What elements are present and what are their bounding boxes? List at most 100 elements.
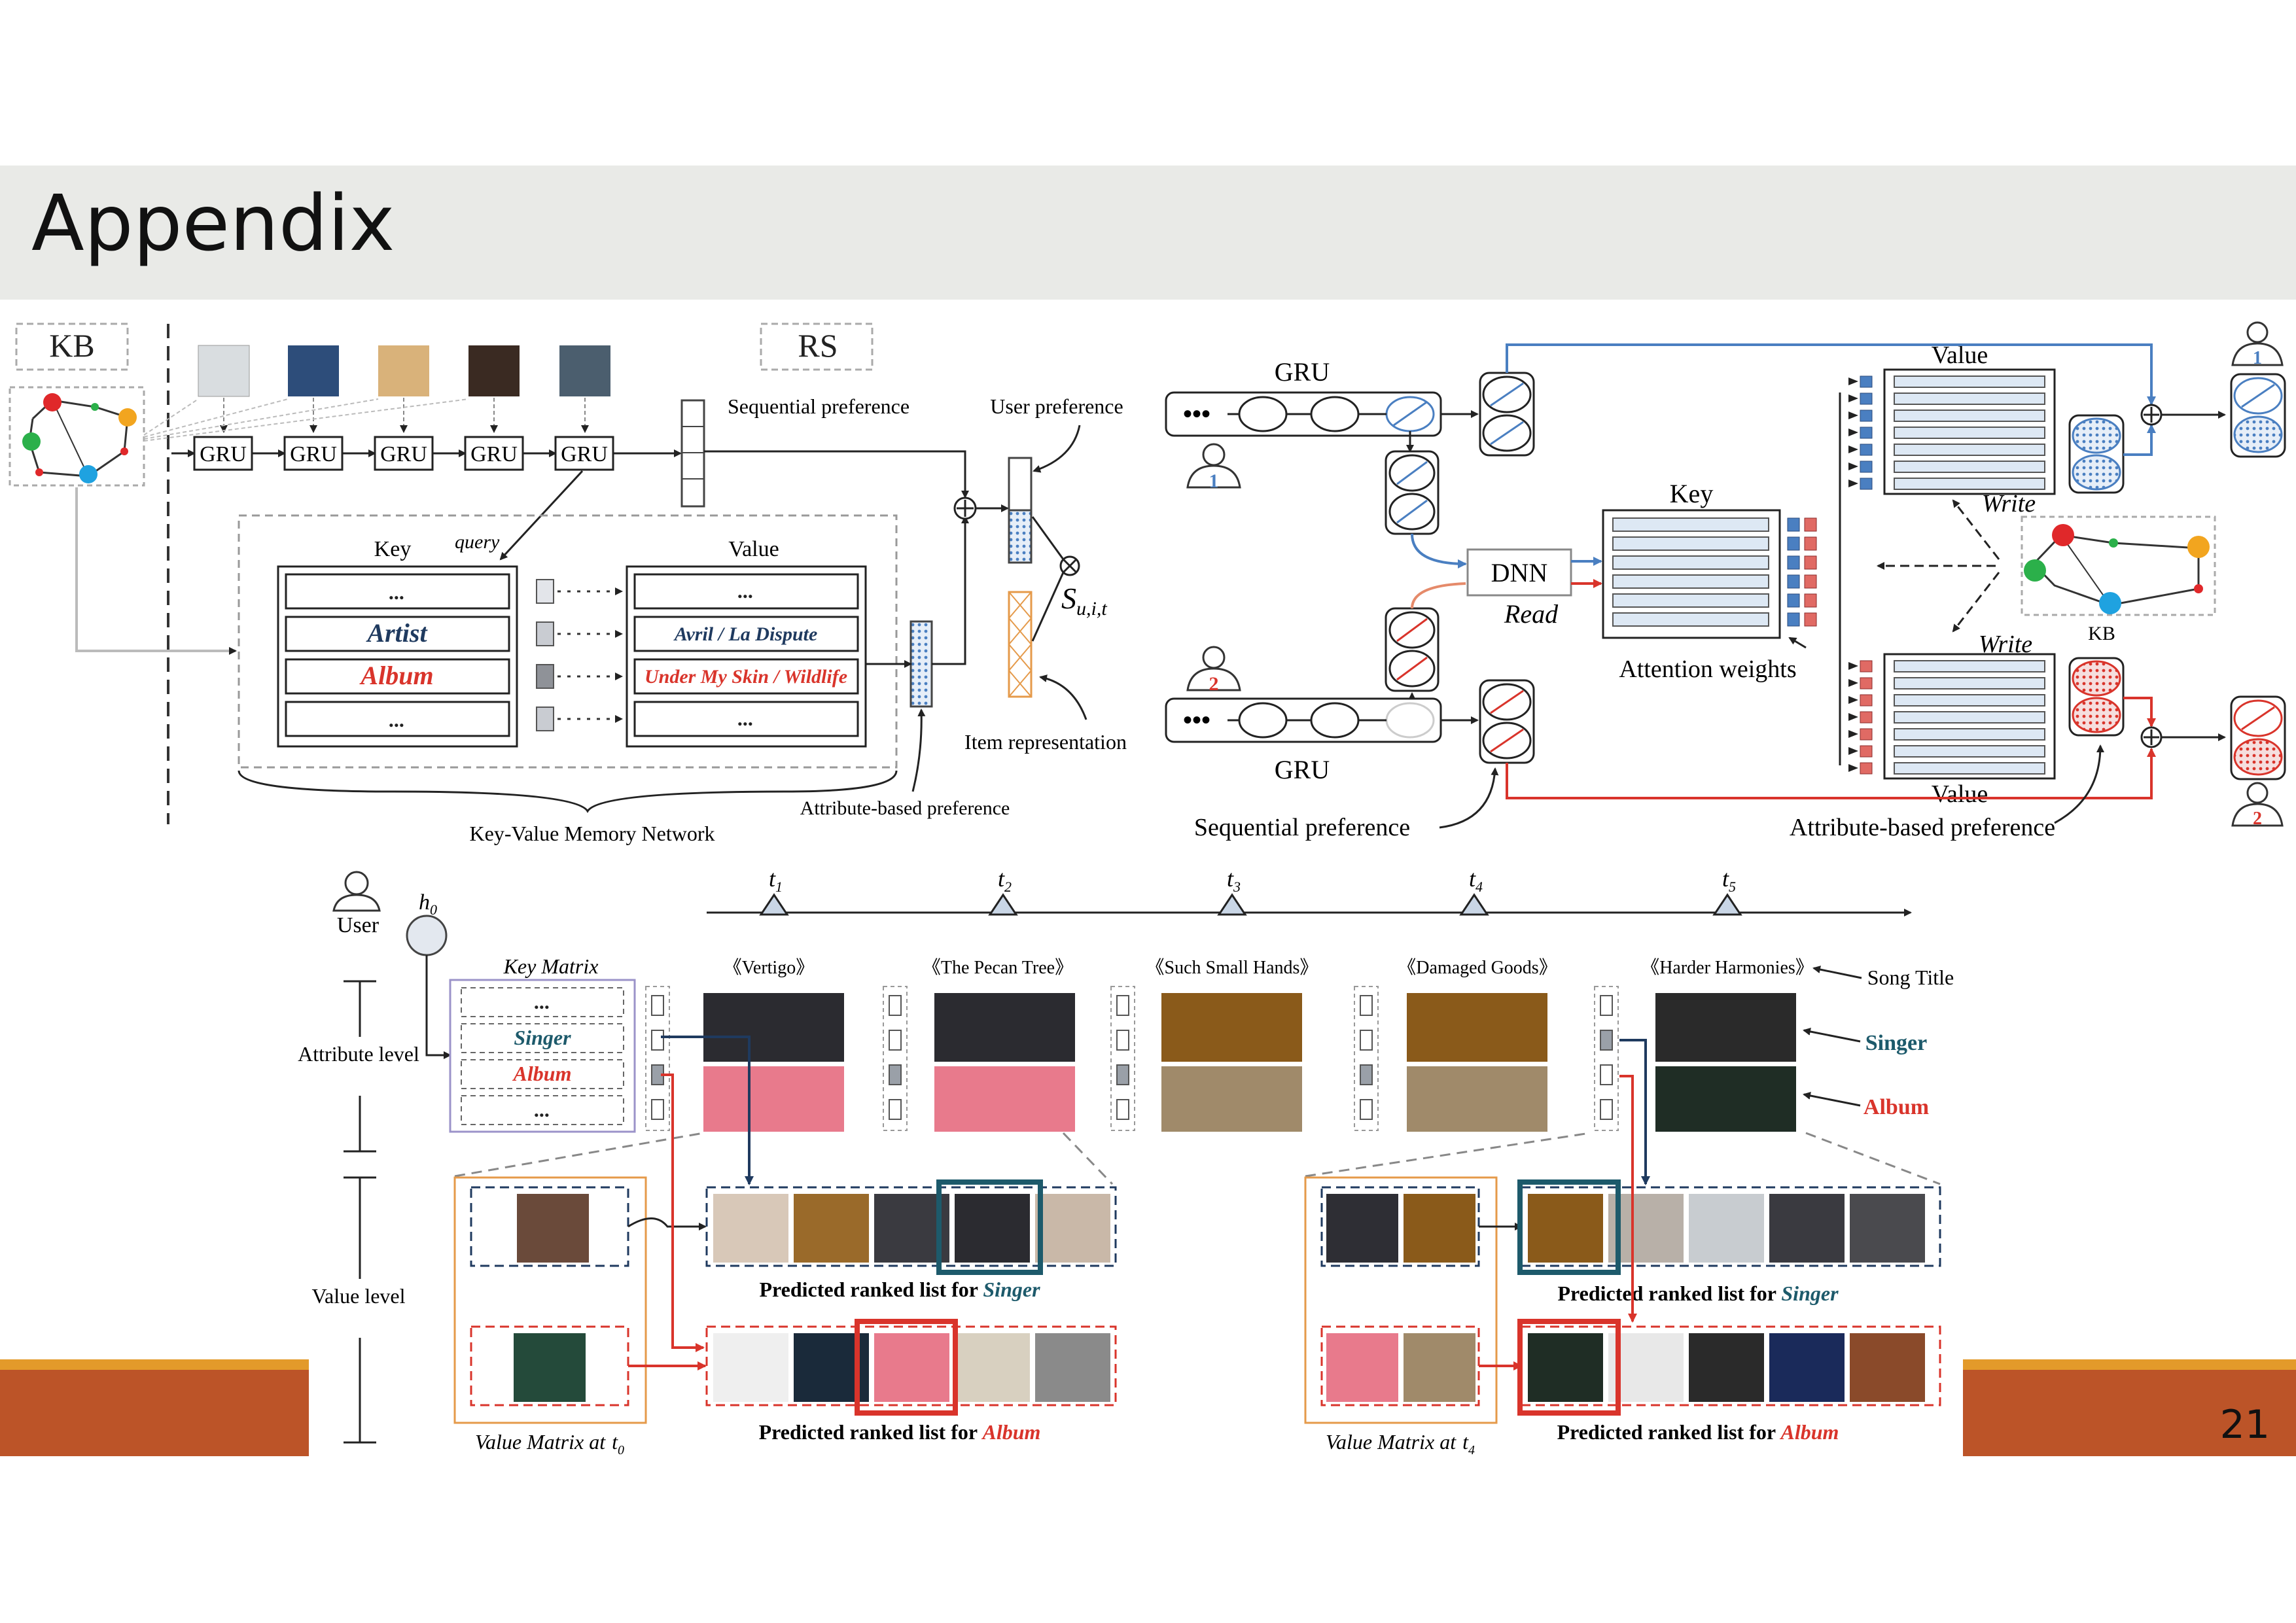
- rank-album-t0-thumb-5: [1035, 1333, 1110, 1402]
- key-row-1: [285, 616, 510, 652]
- key-rows: ...ArtistAlbum...: [285, 573, 510, 737]
- value-top-row-1: [1894, 393, 2045, 405]
- key-c-row-label: Singer: [514, 1026, 571, 1049]
- ranked-singer-t4-highlight: [1517, 1179, 1621, 1275]
- gru-label-2: GRU: [290, 442, 337, 466]
- value-bottom-pointer-2: [1848, 696, 1858, 704]
- attn-b-red-5: [1804, 612, 1817, 627]
- value-bottom-attn-5: [1860, 745, 1873, 758]
- value-bottom-attn-6: [1860, 762, 1873, 775]
- kb-to-memory-arrow: [75, 487, 237, 655]
- album-thumb-2: [288, 345, 339, 396]
- kb-graph: [9, 386, 145, 487]
- value-top-pointer-5: [1848, 462, 1858, 470]
- rank-album-t0-thumb-3: [874, 1333, 949, 1402]
- value-row-label: ...: [738, 707, 754, 730]
- key-row-3: [285, 701, 510, 737]
- attention-slot: [651, 1099, 664, 1120]
- attention-cell-2: [536, 664, 554, 689]
- song-album-cover-3: [1161, 1066, 1302, 1132]
- value-bottom-row-1: [1894, 677, 2045, 689]
- song-title-3: 《Such Small Hands》: [1146, 957, 1318, 978]
- kb-node-green: [22, 432, 41, 451]
- value-bottom-row-4: [1894, 728, 2045, 741]
- attention-cell-3: [536, 707, 554, 731]
- vm-t0-album-thumb: [514, 1333, 586, 1402]
- svg-text:1: 1: [2253, 348, 2262, 368]
- user-c-label: User: [337, 913, 380, 937]
- read-label: Read: [1504, 599, 1559, 629]
- header-band: [0, 166, 2296, 300]
- key-row-0: [285, 573, 510, 610]
- item-repr-vector: [1008, 591, 1033, 698]
- rank-album-t0-thumb-1: [713, 1333, 788, 1402]
- value-top-row-4: [1894, 444, 2045, 456]
- rank-singer-t0-thumb-4: [955, 1194, 1030, 1263]
- ranked-album-t0-highlight: [855, 1319, 958, 1416]
- value-bottom-pointer-5: [1848, 747, 1858, 755]
- song-singer-photo-5: [1655, 993, 1796, 1062]
- value-top-row-5: [1894, 461, 2045, 473]
- svg-text:•••: •••: [1183, 705, 1210, 735]
- gru-bottom-label: GRU: [1275, 755, 1330, 784]
- key-b-row-0: [1612, 517, 1769, 532]
- kvmn-brace: [238, 770, 898, 813]
- svg-text:2: 2: [2253, 809, 2262, 829]
- rank-album-t4-thumb-1: [1528, 1333, 1603, 1402]
- key-c-row-label: ...: [535, 1098, 550, 1121]
- value-bottom-pointer-4: [1848, 730, 1858, 738]
- attention-slot: [1360, 995, 1373, 1016]
- value-top-row-3: [1894, 427, 2045, 439]
- key-b-header: Key: [1670, 479, 1714, 508]
- h0-node: [406, 915, 448, 956]
- key-c-row-label: Album: [512, 1062, 572, 1085]
- attn-b-blue-1: [1787, 536, 1800, 551]
- gru-label-4: GRU: [470, 442, 518, 466]
- album-thumb-3: [378, 345, 429, 396]
- value-top-row-6: [1894, 478, 2045, 490]
- key-b-row-3: [1612, 574, 1769, 589]
- predicted-singer-t4-label: Predicted ranked list for Singer: [1557, 1282, 1839, 1305]
- dnn-label: DNN: [1491, 558, 1548, 587]
- ranked-album-t4-highlight: [1517, 1319, 1621, 1416]
- kb-b-label: KB: [2088, 623, 2115, 644]
- value-row-1: [633, 616, 859, 652]
- song-title-5: 《Harder Harmonies》: [1641, 957, 1814, 978]
- value-bottom-rows: [1894, 660, 2045, 775]
- gru-box-2: [283, 436, 344, 471]
- attention-b-cells: [1787, 517, 1817, 627]
- gru-chain: GRU GRU GRU GRU GRU query: [171, 436, 682, 561]
- attention-slot: [1360, 1030, 1373, 1051]
- write-top-label: Write: [1982, 490, 2036, 517]
- value-top-pointer-3: [1848, 428, 1858, 436]
- gru-box-1: [193, 436, 253, 471]
- key-row-label: Artist: [365, 618, 428, 648]
- attribute-level-label: Attribute level: [298, 1042, 419, 1066]
- predicted-singer-t0-label: Predicted ranked list for Singer: [759, 1278, 1040, 1301]
- predicted-album-t4-label: Predicted ranked list for Album: [1557, 1420, 1839, 1444]
- attn-b-blue-3: [1787, 574, 1800, 589]
- value-bottom-attn-4: [1860, 728, 1873, 741]
- footer-deco-right: [1963, 1359, 2296, 1456]
- value-bottom-pointer-0: [1848, 662, 1858, 670]
- kb-label-box: [15, 323, 129, 371]
- rank-singer-t0-thumb-5: [1035, 1194, 1110, 1263]
- vm-t4-album-thumb-2: [1404, 1333, 1475, 1402]
- song-singer-photo-4: [1407, 993, 1547, 1062]
- value-bottom-attn-3: [1860, 711, 1873, 724]
- attention-slot: [889, 1030, 902, 1051]
- rank-singer-t0-thumb-1: [713, 1194, 788, 1263]
- value-row-label: Under My Skin / Wildlife: [645, 666, 847, 688]
- value-top-pointer-1: [1848, 394, 1858, 402]
- value-top-pointer-2: [1848, 411, 1858, 419]
- attr-pref-b-label: Attribute-based preference: [1790, 814, 2055, 841]
- user-two-icon: 2: [1186, 646, 1241, 695]
- rank-singer-t4-thumb-2: [1608, 1194, 1684, 1263]
- attention-slot: [889, 1099, 902, 1120]
- attention-slot: [1360, 1099, 1373, 1120]
- timeline-label-3: t3: [1227, 865, 1241, 895]
- rs-label: RS: [798, 327, 838, 364]
- kvmn-region: [238, 514, 898, 769]
